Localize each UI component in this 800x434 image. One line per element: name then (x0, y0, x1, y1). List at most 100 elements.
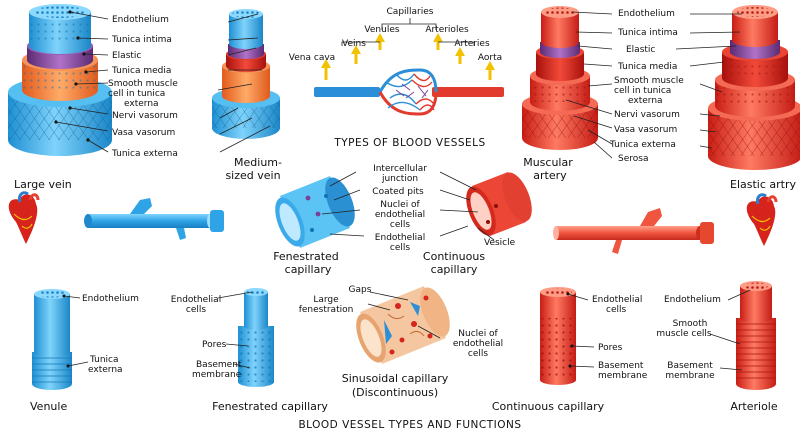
label-venule-endothelium: Endothelium (82, 294, 139, 304)
caption-fenestrated-mid-2: capillary (285, 263, 332, 276)
continuous-bottom-illustration (540, 287, 576, 385)
label-endothelial-cells-1: Endothelial (375, 233, 425, 243)
label-a-tunica-externa: Tunica externa (609, 140, 676, 150)
label-large: Large (313, 295, 339, 305)
label-intercellular-2: junction (381, 174, 418, 184)
muscular-artery-leaders (565, 11, 613, 159)
label-cb-pores: Pores (598, 343, 623, 353)
large-vein-illustration (8, 4, 112, 156)
label-fenestration: fenestration (299, 305, 354, 315)
caption-sinusoidal-1: Sinusoidal capillary (342, 372, 449, 385)
label-endothelial-cells-2: cells (390, 243, 410, 253)
label-a-smooth-2: cell in tunica (614, 86, 671, 96)
label-cb-endothelial-1: Endothelial (592, 295, 642, 305)
footer-title: BLOOD VESSEL TYPES AND FUNCTIONS (298, 419, 521, 431)
caption-medium-vein-2: sized vein (225, 169, 280, 182)
label-tunica-externa: Tunica externa (111, 149, 178, 159)
arteriole-illustration (736, 281, 776, 390)
label-venule-externa: externa (88, 365, 123, 375)
caption-arteriole: Arteriole (730, 400, 777, 413)
label-venules: Venules (364, 25, 399, 35)
label-a-serosa: Serosa (618, 154, 648, 164)
arteriole-leaders (709, 289, 751, 371)
caption-continuous-mid-2: capillary (431, 263, 478, 276)
label-sin-nuclei-2: endothelial (453, 339, 503, 349)
caption-large-vein: Large vein (14, 178, 72, 191)
label-capillaries: Capillaries (387, 7, 434, 17)
label-gaps: Gaps (349, 285, 372, 295)
label-vasa-vasorum: Vasa vasorum (112, 128, 175, 138)
elastic-artery-leaders (675, 13, 742, 149)
elastic-artery-illustration (708, 5, 800, 170)
middle-leaders (321, 171, 495, 241)
label-vena-cava: Vena cava (289, 53, 335, 63)
label-a-endothelium: Endothelium (618, 9, 675, 19)
medium-vein-leaders (217, 13, 271, 153)
caption-sinusoidal-2: (Discontinuous) (352, 386, 438, 399)
label-elastic: Elastic (112, 51, 141, 61)
label-arteries: Arteries (454, 39, 490, 49)
label-nuclei-1: Nuclei of (380, 200, 420, 210)
label-endothelium: Endothelium (112, 15, 169, 25)
caption-continuous-bottom: Continuous capillary (492, 400, 605, 413)
label-fb-endothelial-2: cells (186, 305, 206, 315)
sinusoidal-leaders (367, 291, 441, 339)
label-a-nervi-vasorum: Nervi vasorum (614, 110, 680, 120)
label-fb-membrane: membrane (192, 370, 242, 380)
caption-venule: Venule (30, 400, 67, 413)
sinusoidal-illustration (356, 286, 450, 364)
large-vein-leaders (54, 10, 109, 153)
label-cb-basement: Basement (598, 361, 644, 371)
label-ar-smooth-1: Smooth (673, 319, 708, 329)
label-cb-membrane: membrane (598, 371, 648, 381)
label-smooth-muscle-3: externa (124, 99, 159, 109)
label-fb-pores: Pores (202, 340, 227, 350)
types-brackets (341, 18, 475, 46)
label-ar-membrane: membrane (665, 371, 715, 381)
fenestrated-bottom-leaders (217, 291, 253, 369)
label-smooth-muscle-1: Smooth muscle (108, 79, 178, 89)
label-a-tunica-media: Tunica media (617, 62, 677, 72)
continuous-capillary-mid (466, 172, 532, 236)
label-a-tunica-intima: Tunica intima (617, 28, 678, 38)
label-ar-smooth-2: muscle cells (656, 329, 711, 339)
muscular-artery-illustration (522, 6, 598, 150)
label-fb-endothelial-1: Endothelial (171, 295, 221, 305)
label-a-elastic: Elastic (626, 45, 655, 55)
label-fb-basement: Basement (196, 360, 242, 370)
artery-tube-right (553, 208, 714, 254)
vein-tube-left (84, 198, 224, 240)
caption-continuous-mid-1: Continuous (423, 250, 485, 263)
label-ar-basement: Basement (667, 361, 713, 371)
continuous-bottom-leaders (566, 292, 595, 368)
label-tunica-media: Tunica media (111, 66, 171, 76)
label-intercellular-1: Intercellular (373, 164, 427, 174)
label-nuclei-3: cells (390, 220, 410, 230)
label-vesicle: Vesicle (484, 238, 516, 248)
label-a-vasa-vasorum: Vasa vasorum (614, 125, 677, 135)
label-smooth-muscle-2: cell in tunica (108, 89, 165, 99)
heart-left-icon (8, 191, 40, 244)
label-sin-nuclei-3: cells (468, 349, 488, 359)
fenestrated-bottom-illustration (238, 288, 274, 387)
label-cb-endothelial-2: cells (606, 305, 626, 315)
label-nuclei-2: endothelial (375, 210, 425, 220)
caption-fenestrated-mid-1: Fenestrated (273, 250, 339, 263)
caption-elastic-artery: Elastic artry (730, 178, 796, 191)
label-arterioles: Arterioles (425, 25, 469, 35)
label-a-smooth-3: externa (628, 96, 663, 106)
venule-leaders (62, 294, 89, 368)
heart-right-icon (746, 193, 778, 246)
label-tunica-intima: Tunica intima (111, 35, 172, 45)
caption-muscular-artery-2: artery (533, 169, 567, 182)
caption-medium-vein-1: Medium- (234, 156, 282, 169)
types-panel-title: TYPES OF BLOOD VESSELS (333, 137, 485, 149)
label-sin-nuclei-1: Nuclei of (458, 329, 498, 339)
types-network (314, 68, 504, 116)
medium-vein-illustration (212, 9, 280, 139)
label-aorta: Aorta (478, 53, 502, 63)
label-coated-pits: Coated pits (372, 187, 424, 197)
label-a-smooth-1: Smooth muscle (614, 76, 684, 86)
